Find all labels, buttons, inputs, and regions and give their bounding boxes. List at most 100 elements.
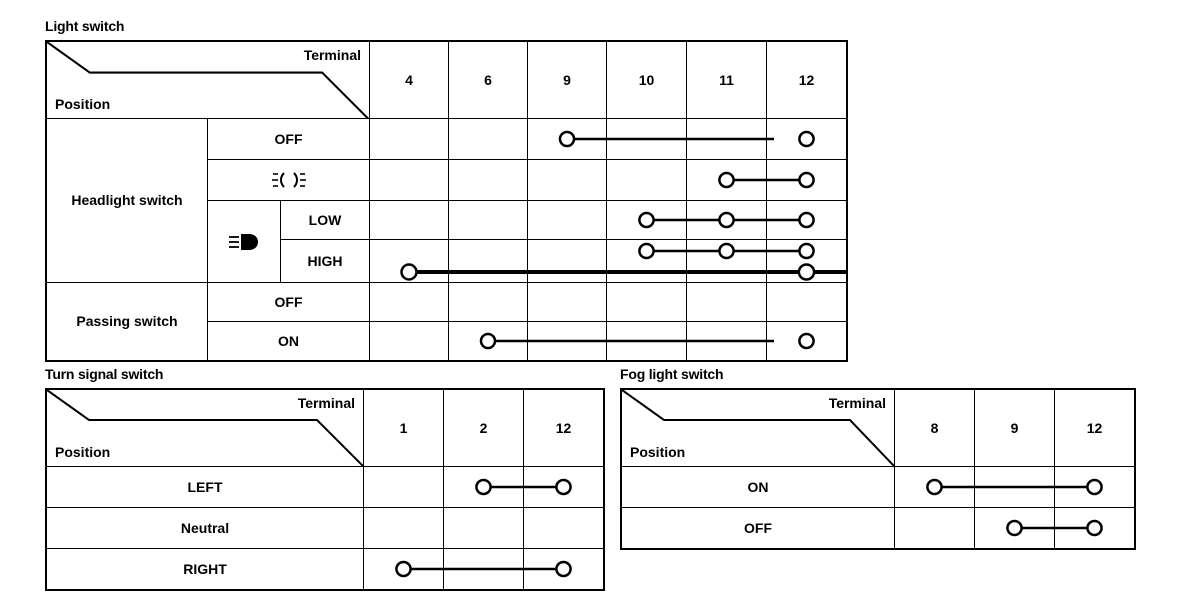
table-row: ON	[46, 321, 848, 362]
corner-header-cell: Terminal Position	[45, 40, 370, 120]
continuity-node-12	[523, 548, 604, 590]
continuity-cell-12	[766, 321, 848, 362]
table-row: OFF	[620, 507, 1136, 550]
continuity-cell-10	[606, 118, 687, 160]
corner-header-cell: Terminal Position	[620, 388, 895, 467]
light-switch-table: Terminal Position 4 6 9 10 11 12 Headlig…	[45, 40, 848, 362]
position-header-label: Position	[55, 444, 111, 460]
continuity-node-12	[1054, 507, 1135, 549]
light-switch-table-wrap: Terminal Position 4 6 9 10 11 12 Headlig…	[45, 40, 848, 362]
continuity-cell-9	[527, 118, 607, 160]
continuity-cell-11	[686, 321, 767, 362]
continuity-cell-4	[369, 118, 449, 160]
headlamp-icon-cell	[207, 200, 281, 283]
continuity-cell-12	[1054, 507, 1136, 550]
terminal-column-header: 4	[369, 40, 449, 119]
continuity-cell-12	[766, 239, 848, 283]
continuity-cell-4	[369, 282, 449, 322]
continuity-cell-8	[894, 507, 975, 550]
row-label-on: ON	[620, 466, 895, 508]
table-header-row: Terminal Position 8 9 12	[620, 388, 1136, 467]
headlamp-icon	[229, 233, 258, 250]
continuity-cell-9	[527, 200, 607, 240]
group-label-headlight-switch: Headlight switch	[45, 118, 208, 283]
continuity-cell-11	[686, 118, 767, 160]
continuity-cell-8	[894, 466, 975, 508]
group-label-passing-switch: Passing switch	[45, 282, 208, 362]
continuity-cell-12	[766, 200, 848, 240]
continuity-line-10-to-12	[606, 239, 687, 283]
group-label-text: Passing switch	[76, 313, 178, 330]
continuity-cell-11	[686, 159, 767, 201]
continuity-node-12	[766, 200, 847, 240]
table-header-row: Terminal Position 1 2 12	[45, 388, 605, 467]
row-label-low: LOW	[280, 200, 370, 240]
turn-signal-switch-table: Terminal Position 1 2 12 LEFT	[45, 388, 605, 591]
continuity-cell-6	[448, 200, 528, 240]
row-label-off: OFF	[620, 507, 895, 550]
continuity-cell-10	[606, 200, 687, 240]
terminal-header-label: Terminal	[297, 395, 355, 411]
continuity-cell-9	[974, 466, 1055, 508]
row-label-off: OFF	[207, 118, 370, 160]
continuity-cell-2	[443, 466, 524, 508]
continuity-cell-6	[448, 282, 528, 322]
continuity-nodes-12	[766, 239, 847, 283]
continuity-cell-12	[523, 548, 605, 591]
continuity-cell-4	[369, 200, 449, 240]
continuity-cell-11	[686, 282, 767, 322]
table-row: LEFT	[45, 466, 605, 508]
terminal-column-header: 6	[448, 40, 528, 119]
table-row: Headlight switch OFF	[45, 118, 848, 283]
group-label-text: Headlight switch	[71, 192, 183, 209]
continuity-cell-6	[448, 159, 528, 201]
terminal-column-header: 12	[523, 388, 605, 467]
terminal-column-header: 8	[894, 388, 975, 467]
continuity-cell-4	[369, 159, 449, 201]
continuity-cell-6	[448, 239, 528, 283]
continuity-cell-11	[686, 239, 767, 283]
continuity-line-4-to-12-thick	[369, 239, 449, 283]
continuity-line-11-to-12	[686, 159, 767, 201]
table-row: Neutral	[45, 507, 605, 549]
continuity-node-12	[523, 466, 604, 508]
terminal-column-header: 1	[363, 388, 444, 467]
row-label-position-lamp	[207, 159, 370, 201]
row-label-neutral: Neutral	[45, 507, 364, 549]
terminal-column-header: 12	[1054, 388, 1136, 467]
fog-light-switch-caption: Fog light switch	[620, 366, 724, 382]
table-row	[46, 159, 848, 201]
continuity-cell-12	[1054, 466, 1136, 508]
continuity-cell-9	[974, 507, 1055, 550]
continuity-line-6-to-12	[448, 321, 528, 361]
fog-light-switch-table: Terminal Position 8 9 12 ON O	[620, 388, 1136, 550]
continuity-node-11	[686, 239, 767, 283]
continuity-line-2-to-12	[443, 466, 524, 508]
table-row: RIGHT	[45, 548, 605, 591]
continuity-line-9-to-12	[974, 507, 1055, 549]
terminal-column-header: 2	[443, 388, 524, 467]
continuity-cell-12	[766, 282, 848, 322]
continuity-cell-10	[606, 159, 687, 201]
continuity-cell-4	[369, 321, 449, 362]
continuity-node-12	[1054, 466, 1135, 508]
continuity-line-10-to-12	[606, 200, 687, 240]
continuity-node-12	[766, 118, 847, 160]
light-switch-caption: Light switch	[45, 18, 125, 34]
position-header-label: Position	[630, 444, 686, 460]
turn-signal-switch-caption: Turn signal switch	[45, 366, 164, 382]
continuity-cell-9	[527, 321, 607, 362]
continuity-cell-6	[448, 118, 528, 160]
terminal-header-label: Terminal	[828, 395, 886, 411]
position-lamp-icon	[271, 172, 306, 188]
row-label-off: OFF	[207, 282, 370, 322]
continuity-cell-10	[606, 239, 687, 283]
terminal-column-header: 10	[606, 40, 687, 119]
terminal-column-header: 9	[527, 40, 607, 119]
continuity-cell-1	[363, 507, 444, 549]
table-header-row: Terminal Position 4 6 9 10 11 12	[45, 40, 848, 120]
table-row: Passing switch OFF	[45, 282, 848, 362]
continuity-cell-12	[523, 466, 605, 508]
continuity-cell-6	[448, 321, 528, 362]
continuity-node-12	[766, 159, 847, 201]
